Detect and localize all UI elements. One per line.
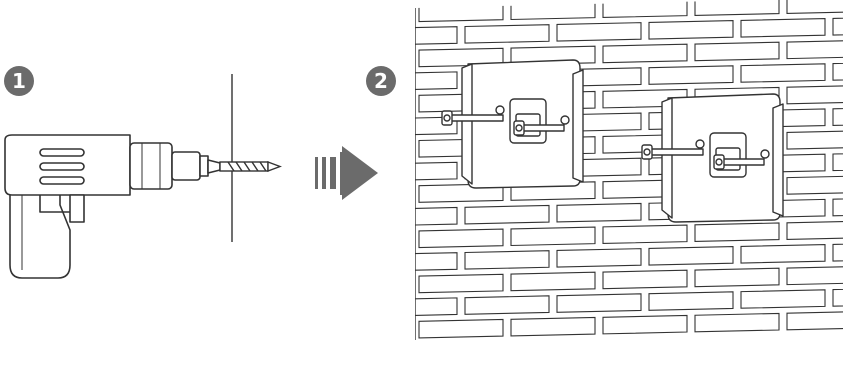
brick	[832, 15, 843, 36]
screw-icon	[713, 154, 765, 170]
brick	[415, 161, 458, 182]
brick	[740, 63, 826, 83]
bracket-hole	[495, 105, 505, 115]
brick	[740, 289, 826, 309]
brick	[740, 18, 826, 38]
mounting-bracket-left	[441, 59, 584, 189]
brick	[602, 269, 688, 290]
bracket-hole	[695, 139, 705, 149]
brick	[602, 224, 688, 245]
brick	[832, 196, 843, 217]
brick	[556, 202, 642, 223]
brick	[694, 41, 780, 62]
screw-shaft	[647, 148, 704, 156]
brick	[740, 244, 826, 264]
brick	[694, 0, 780, 17]
brick	[694, 312, 780, 333]
brick	[832, 287, 843, 307]
screw-icon	[641, 144, 704, 160]
screw-head-center	[715, 158, 723, 166]
screw-shaft	[447, 114, 504, 122]
brick	[464, 24, 550, 44]
brick	[415, 26, 458, 46]
brick	[464, 295, 550, 315]
brick	[556, 248, 642, 268]
brick	[786, 39, 843, 60]
screw-shaft	[721, 158, 765, 166]
bracket-right-flange	[772, 103, 784, 217]
bracket-hole	[760, 149, 770, 159]
drill-icon	[4, 134, 221, 279]
brick	[415, 116, 458, 137]
brick	[418, 2, 504, 23]
brick	[510, 271, 596, 292]
mounting-bracket-right	[641, 93, 784, 223]
step-1-badge: 1	[4, 66, 34, 96]
step-2-badge: 2	[366, 66, 396, 96]
brick	[786, 84, 843, 105]
brick	[415, 71, 458, 91]
screw-head-center	[515, 124, 523, 132]
brick	[418, 318, 504, 339]
brick	[786, 130, 843, 150]
brick	[556, 293, 642, 313]
brick	[415, 252, 458, 272]
brick	[786, 220, 843, 240]
brick	[786, 175, 843, 195]
brick	[464, 204, 550, 225]
brick	[786, 310, 843, 331]
brick	[602, 43, 688, 64]
brick	[602, 0, 688, 19]
screw-shaft	[521, 124, 565, 132]
brick	[415, 297, 458, 317]
screw-head-center	[643, 148, 651, 156]
brick	[415, 206, 458, 227]
brick	[694, 267, 780, 288]
brick	[648, 291, 734, 311]
brick	[418, 228, 504, 249]
brick	[510, 45, 596, 66]
screw-icon	[441, 110, 504, 126]
brick	[832, 241, 843, 262]
brick	[510, 316, 596, 337]
bracket-right-flange	[572, 69, 584, 183]
brick	[510, 0, 596, 21]
brick	[832, 151, 843, 172]
drill-bit-icon	[219, 160, 282, 173]
bracket-left-flange	[661, 97, 673, 219]
screw-icon	[513, 120, 565, 136]
brick	[648, 20, 734, 40]
next-step-arrow-icon	[315, 146, 378, 200]
brick	[418, 273, 504, 294]
brick	[510, 226, 596, 247]
brick	[556, 22, 642, 42]
brick	[694, 222, 780, 243]
brick	[648, 246, 734, 266]
bracket-left-flange	[461, 63, 473, 185]
brick	[602, 314, 688, 335]
brick	[786, 0, 843, 14]
bracket-hole	[560, 115, 570, 125]
brick	[832, 61, 843, 81]
brick	[832, 106, 843, 126]
screw-head-center	[443, 114, 451, 122]
brick	[648, 65, 734, 85]
brick	[464, 250, 550, 270]
brick	[786, 265, 843, 286]
